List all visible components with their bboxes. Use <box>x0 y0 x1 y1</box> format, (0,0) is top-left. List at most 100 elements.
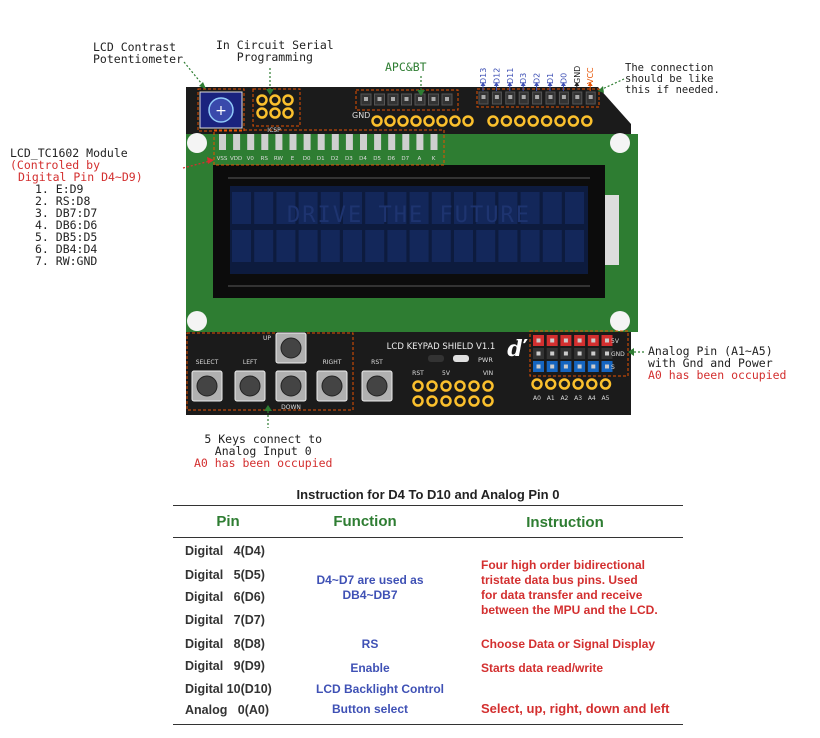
pin-contact <box>535 95 540 99</box>
pin-contact <box>550 364 555 369</box>
power-pad <box>454 395 466 407</box>
pin-cell: Digital 4(D4) <box>185 544 265 558</box>
lcd-char-cell <box>520 192 540 224</box>
connection-callout: The connection should be like this if ne… <box>625 63 720 96</box>
leader-line <box>597 78 625 92</box>
header-pad <box>410 115 422 127</box>
header-pad <box>384 115 396 127</box>
lcd-char-cell <box>520 230 540 262</box>
lcd-char-cell <box>276 192 296 224</box>
pwr-led <box>453 355 469 362</box>
instruction-cell: Starts data read/write <box>481 661 604 675</box>
pin-contact <box>508 95 513 99</box>
pin-contact <box>605 338 609 343</box>
select-button[interactable]: SELECT <box>191 359 223 402</box>
analog-pin-label: A4 <box>588 395 596 402</box>
pin-contact <box>563 351 568 356</box>
power-pad <box>440 395 452 407</box>
digital-pin-label: VCC <box>586 67 595 84</box>
icsp-pin <box>256 94 268 106</box>
header-pad <box>554 115 566 127</box>
pin-arrow-icon <box>480 82 486 86</box>
reset-button[interactable]: RST <box>361 359 393 402</box>
left-button[interactable]: LEFT <box>234 359 266 402</box>
keys-callout: 5 Keys connect to Analog Input 0 A0 has … <box>194 433 332 469</box>
right-button[interactable]: RIGHT <box>316 359 348 402</box>
digital-pin-label: D3 <box>519 73 528 84</box>
pin-cell: Digital 10(D10) <box>185 682 272 696</box>
up-button[interactable]: UP <box>263 332 307 364</box>
lcd-char-cell <box>298 230 318 262</box>
power-pin-label: 5V <box>442 370 451 377</box>
pin-contact <box>550 351 555 356</box>
function-cell: D4~D7 are used as <box>316 573 424 587</box>
lcd-char-cell <box>476 230 496 262</box>
lcd-char-cell <box>409 192 429 224</box>
pin-cell: Analog 0(A0) <box>185 703 270 717</box>
module-pin-item: 3. DB7:D7 <box>35 206 98 220</box>
lcd-pin-label: D0 <box>303 156 311 162</box>
gnd-label: GND <box>352 111 370 120</box>
module-pin-item: 1. E:D9 <box>35 182 84 196</box>
pin-cell: Digital 9(D9) <box>185 659 265 673</box>
pin-arrow-icon <box>560 82 566 86</box>
function-cell: Button select <box>331 702 408 716</box>
header-pad <box>581 115 593 127</box>
leader-line <box>182 159 215 169</box>
analog-pad <box>586 378 598 390</box>
lcd-pin-label: D7 <box>401 156 409 162</box>
analog-pad <box>544 378 557 390</box>
shield-name: LCD KEYPAD SHIELD V1.1 <box>387 342 496 352</box>
pin-contact <box>591 351 596 356</box>
button-label: RST <box>371 359 383 366</box>
lcd-pin <box>360 134 367 150</box>
lcd-pin <box>247 134 255 150</box>
header-pin: Pin <box>216 513 240 530</box>
lcd-pin <box>289 134 297 150</box>
power-pad <box>468 380 480 392</box>
button-cap <box>366 375 388 397</box>
header-pad <box>371 115 383 127</box>
pin-arrow-icon <box>493 82 499 86</box>
module-pin-item: 5. DB5:D5 <box>35 230 98 244</box>
lcd-char-cell <box>498 230 518 262</box>
module-pin-item: 6. DB4:D4 <box>35 242 98 256</box>
pin-arrow-icon <box>520 82 526 86</box>
lcd-module-callout: LCD_TC1602 Module (Controled by Digital … <box>10 147 143 267</box>
table-title: Instruction for D4 To D10 and Analog Pin… <box>296 487 560 502</box>
analog-pad <box>599 378 612 390</box>
analog-pin-label: A0 <box>533 395 541 402</box>
icsp-outline <box>252 88 301 127</box>
callout-line: A0 has been occupied <box>648 368 787 382</box>
callout-line: Analog Pin (A1~A5) <box>648 344 773 358</box>
mount-hole <box>187 311 207 331</box>
lcd-pin <box>261 134 269 150</box>
lcd-pin-label: K <box>432 156 436 162</box>
callout-line: Digital Pin D4~D9) <box>18 170 143 184</box>
lcd-char-cell <box>454 192 473 224</box>
power-pin-label: RST <box>412 370 424 377</box>
header-function: Function <box>333 513 397 530</box>
analog-row-label: 5V <box>611 338 620 345</box>
down-button[interactable]: DOWN <box>275 370 307 411</box>
callout-line: Potentiometer <box>93 52 184 66</box>
potentiometer-cross-icon: + <box>215 103 227 119</box>
pin-arrow-icon <box>547 82 553 86</box>
lcd-char-cell <box>298 192 318 224</box>
icsp-pin <box>269 94 281 106</box>
pin-contact <box>577 338 582 343</box>
pin-contact <box>418 97 422 101</box>
arrow-icon <box>417 90 425 96</box>
pin-contact <box>577 351 582 356</box>
callout-line: In Circuit Serial <box>216 38 334 52</box>
instruction-cell: Four high order bidirectional <box>481 558 646 572</box>
button-cap <box>280 337 302 359</box>
callout-line: with Gnd and Power <box>648 356 773 370</box>
led-indicator <box>428 355 444 362</box>
table-rule-mid <box>173 537 683 538</box>
pin-contact <box>588 95 593 99</box>
analog-row-label: S <box>611 364 615 371</box>
mount-hole <box>610 133 630 153</box>
header-pad <box>436 115 448 127</box>
